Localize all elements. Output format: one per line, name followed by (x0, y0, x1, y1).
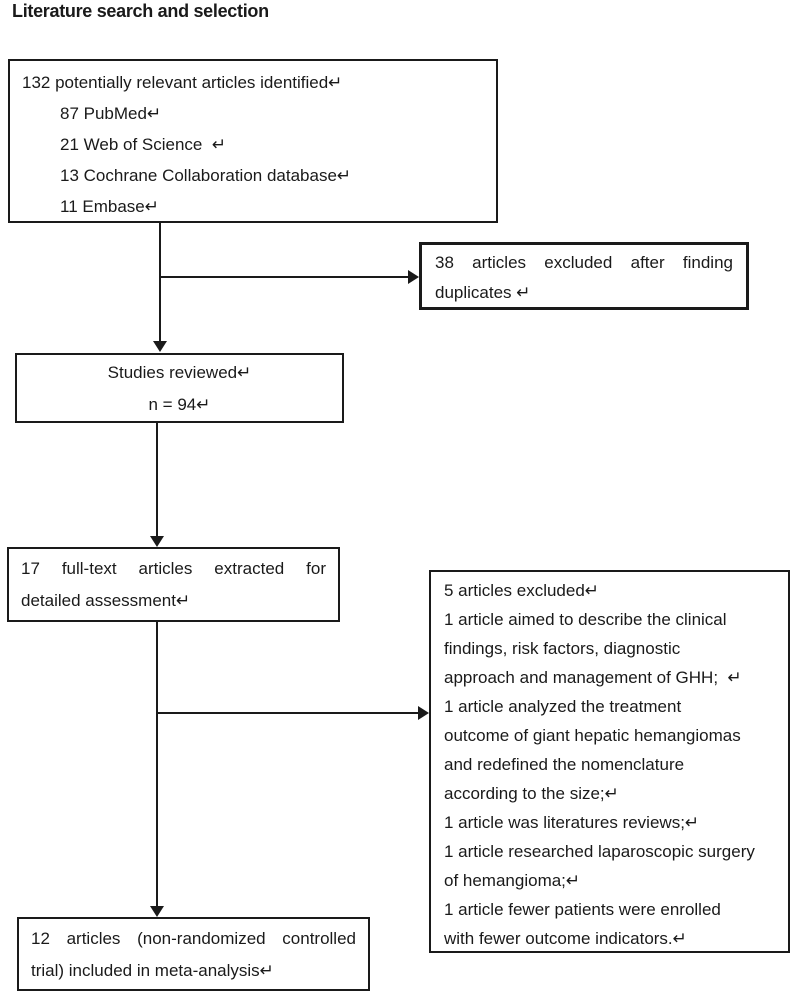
excluded-line: outcome of giant hepatic hemangiomas (444, 726, 741, 745)
excluded-line: according to the size;↵ (444, 784, 619, 803)
excluded-line: 1 article aimed to describe the clinical (444, 610, 727, 629)
box-studies-reviewed: Studies reviewed↵ n = 94↵ (15, 353, 344, 423)
excluded-line: of hemangioma;↵ (444, 871, 581, 890)
excluded-line: findings, risk factors, diagnostic (444, 639, 681, 658)
excluded-line: 1 article researched laparoscopic surger… (444, 842, 755, 861)
excluded-line: 1 article was literatures reviews;↵ (444, 813, 700, 832)
excluded-line: 1 article fewer patients were enrolled (444, 900, 721, 919)
fulltext-line: 17 full-text articles extracted for (21, 559, 326, 578)
included-line: 12 articles (non-randomized controlled (31, 929, 356, 948)
duplicates-line: duplicates ↵ (435, 283, 531, 302)
identified-embase-line: 11 Embase↵ (60, 197, 159, 216)
arrow-fulltext-to-included-head (150, 906, 164, 917)
excluded-line: 1 article analyzed the treatment (444, 697, 682, 716)
excluded-line: and redefined the nomenclature (444, 755, 685, 774)
excluded-line: 5 articles excluded↵ (444, 581, 600, 600)
fulltext-line: detailed assessment↵ (21, 591, 191, 610)
arrow-identified-to-reviewed-line (159, 222, 161, 341)
arrow-to-duplicates-excluded-head (408, 270, 419, 284)
box-duplicates-excluded: 38 articles excluded after finding dupli… (419, 242, 749, 310)
identified-web-of-science-line: 21 Web of Science ↵ (60, 135, 227, 154)
arrow-identified-to-reviewed-head (153, 341, 167, 352)
arrow-reviewed-to-fulltext-line (156, 423, 158, 536)
box-excluded-details: 5 articles excluded↵ 1 article aimed to … (429, 570, 790, 953)
identified-cochrane-line: 13 Cochrane Collaboration database↵ (60, 166, 352, 185)
arrow-to-duplicates-excluded-line (160, 276, 408, 278)
identified-total-line: 132 potentially relevant articles identi… (22, 73, 343, 92)
arrow-to-excluded-details-line (157, 712, 418, 714)
excluded-line: with fewer outcome indicators.↵ (444, 929, 687, 948)
included-line: trial) included in meta-analysis↵ (31, 961, 274, 980)
arrow-reviewed-to-fulltext-head (150, 536, 164, 547)
arrow-to-excluded-details-head (418, 706, 429, 720)
duplicates-line: 38 articles excluded after finding (435, 253, 733, 272)
reviewed-count-line: n = 94↵ (148, 395, 211, 414)
box-included-meta-analysis: 12 articles (non-randomized controlled t… (17, 917, 370, 991)
identified-pubmed-line: 87 PubMed↵ (60, 104, 162, 123)
figure-title: Literature search and selection (12, 1, 269, 21)
arrow-fulltext-to-included-line (156, 622, 158, 906)
reviewed-title-line: Studies reviewed↵ (107, 363, 252, 382)
excluded-line: approach and management of GHH; ↵ (444, 668, 742, 687)
box-fulltext-extracted: 17 full-text articles extracted for deta… (7, 547, 340, 622)
box-articles-identified: 132 potentially relevant articles identi… (8, 59, 498, 223)
